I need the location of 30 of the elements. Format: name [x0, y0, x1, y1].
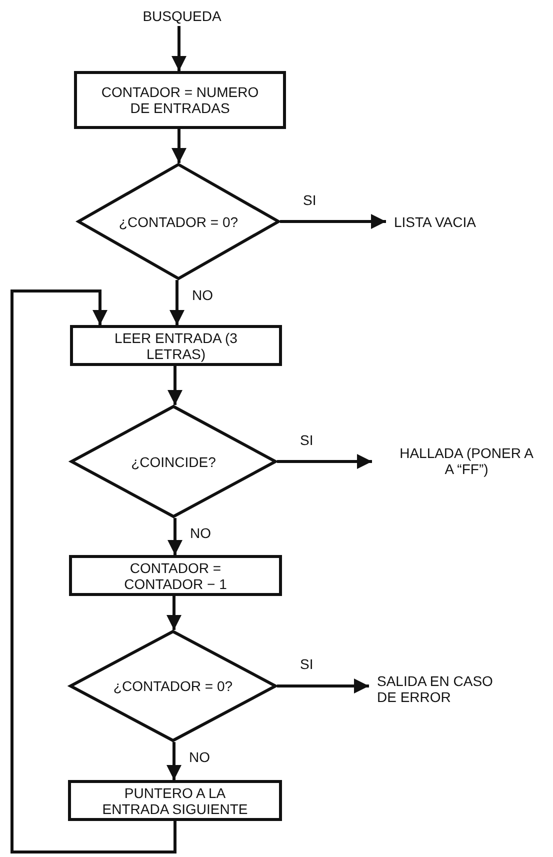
arrow	[277, 454, 372, 469]
arrow	[168, 366, 182, 405]
arrow	[166, 596, 182, 630]
process-box	[69, 555, 282, 596]
node-text: LEER ENTRADA (3 LETRAS)	[114, 330, 238, 362]
edge-label: NO	[189, 525, 212, 541]
arrow	[172, 26, 186, 71]
edge-label: NO	[188, 749, 211, 765]
node-text: PUNTERO A LA ENTRADA SIGUIENTE	[101, 784, 249, 816]
arrow	[172, 129, 186, 163]
process-box	[74, 71, 286, 129]
node-text: CONTADOR = CONTADOR − 1	[123, 560, 228, 592]
flow-text: BUSQUEDA	[142, 8, 222, 24]
process-box	[68, 780, 282, 821]
arrow	[170, 280, 184, 325]
arrow	[166, 742, 182, 780]
node-text: ¿CONTADOR = 0?	[113, 678, 233, 694]
node-text: CONTADOR = NUMERO DE ENTRADAS	[100, 84, 260, 116]
edge-label: NO	[191, 287, 214, 303]
node-text: ¿CONTADOR = 0?	[118, 214, 238, 230]
arrow	[280, 214, 386, 229]
edge-label: SI	[299, 656, 314, 672]
arrow	[168, 518, 182, 555]
node-text: ¿COINCIDE?	[131, 454, 216, 470]
process-box	[70, 325, 282, 366]
arrow	[10, 290, 176, 854]
flow-text: LISTA VACIA	[394, 214, 476, 230]
flow-text: SALIDA EN CASO DE ERROR	[377, 673, 494, 705]
arrow	[277, 678, 369, 694]
flow-text: HALLADA (PONER A A “FF”)	[398, 445, 534, 477]
